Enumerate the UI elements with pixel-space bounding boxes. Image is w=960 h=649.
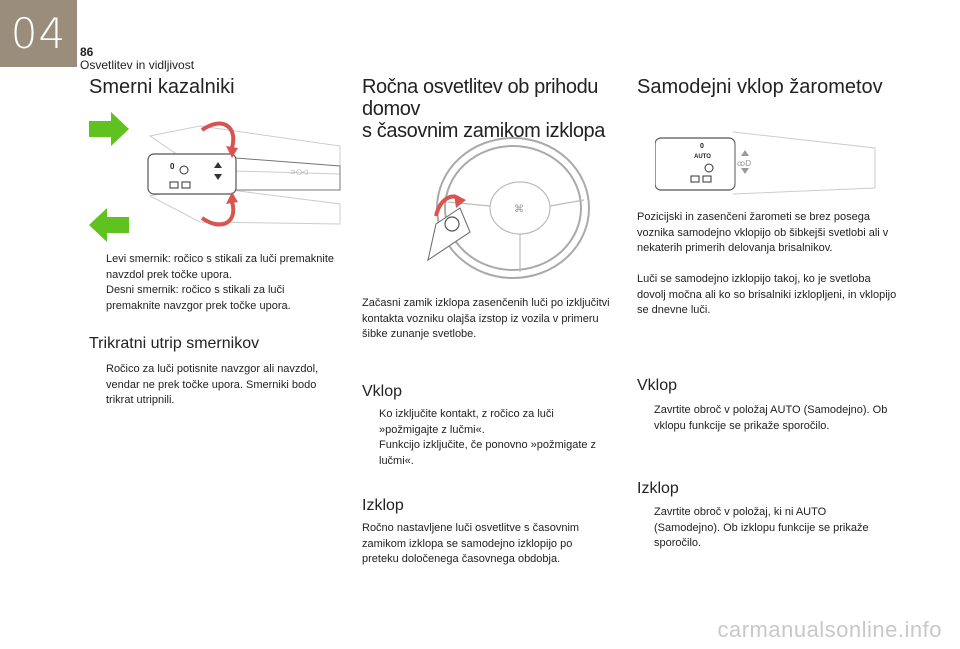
svg-text:ꝏD: ꝏD [737,159,751,168]
col3-vklop-title: Vklop [637,377,678,394]
stalk-illustration-auto: ꝏD [655,131,876,195]
stalk-label-o: 0 [170,162,175,171]
list-item: Zavrtite obroč v položaj AUTO (Samodejno… [637,403,899,434]
col3-title: Samodejni vklop žarometov [637,76,883,98]
bullet-marker [89,252,106,283]
col1-subtitle: Trikratni utrip smernikov [89,335,260,352]
col1-title: Smerni kazalniki [89,76,235,98]
bullet-marker [362,438,379,469]
stalk-label-auto: AUTO [694,154,711,160]
bullet-marker [362,407,379,438]
page-number: 86 [80,45,94,59]
col2-izklop-text: Ročno nastavljene luči osvetlitve s časo… [362,522,580,565]
bullet-marker [89,362,106,409]
col3-intro1: Pozicijski in zasenčeni žarometi se brez… [637,211,889,254]
col2-izklop-title: Izklop [362,497,404,514]
col3-intro2: Luči se samodejno izklopijo takoj, ko je… [637,273,897,316]
col2-intro: Začasni zamik izklopa zasenčenih luči po… [362,297,610,340]
svg-text:⊃○◁: ⊃○◁ [290,168,308,176]
list-item: Zavrtite obroč v položaj, ki ni AUTO (Sa… [637,505,892,552]
steering-wheel-illustration: ⌘ [427,137,590,279]
stalk-label-o: 0 [700,143,704,150]
bullet-marker [637,403,654,434]
col3-izklop-title: Izklop [637,480,679,497]
list-item: Levi smernik: ročico s stikali za luči p… [89,252,339,283]
list-item: Ko izključite kontakt, z ročico za luči … [362,407,612,438]
list-item: Funkcijo izključite, če ponovno »požmiga… [362,438,612,469]
bullet-marker [637,505,654,552]
bullet-marker [89,283,106,314]
chapter-tab: 04 [0,0,77,67]
arrow-right-icon [89,112,129,146]
list-item: Ročico za luči potisnite navzgor ali nav… [89,362,339,409]
watermark: carmanualsonline.info [717,617,942,642]
list-item: Desni smernik: ročico s stikali za luči … [89,283,339,314]
svg-text:⌘: ⌘ [514,204,524,215]
arrow-left-icon [89,208,129,242]
col2-vklop-title: Vklop [362,383,403,400]
stalk-illustration-indicators: ⊃○◁ [147,121,341,227]
section-name: Osvetlitev in vidljivost [80,58,195,72]
